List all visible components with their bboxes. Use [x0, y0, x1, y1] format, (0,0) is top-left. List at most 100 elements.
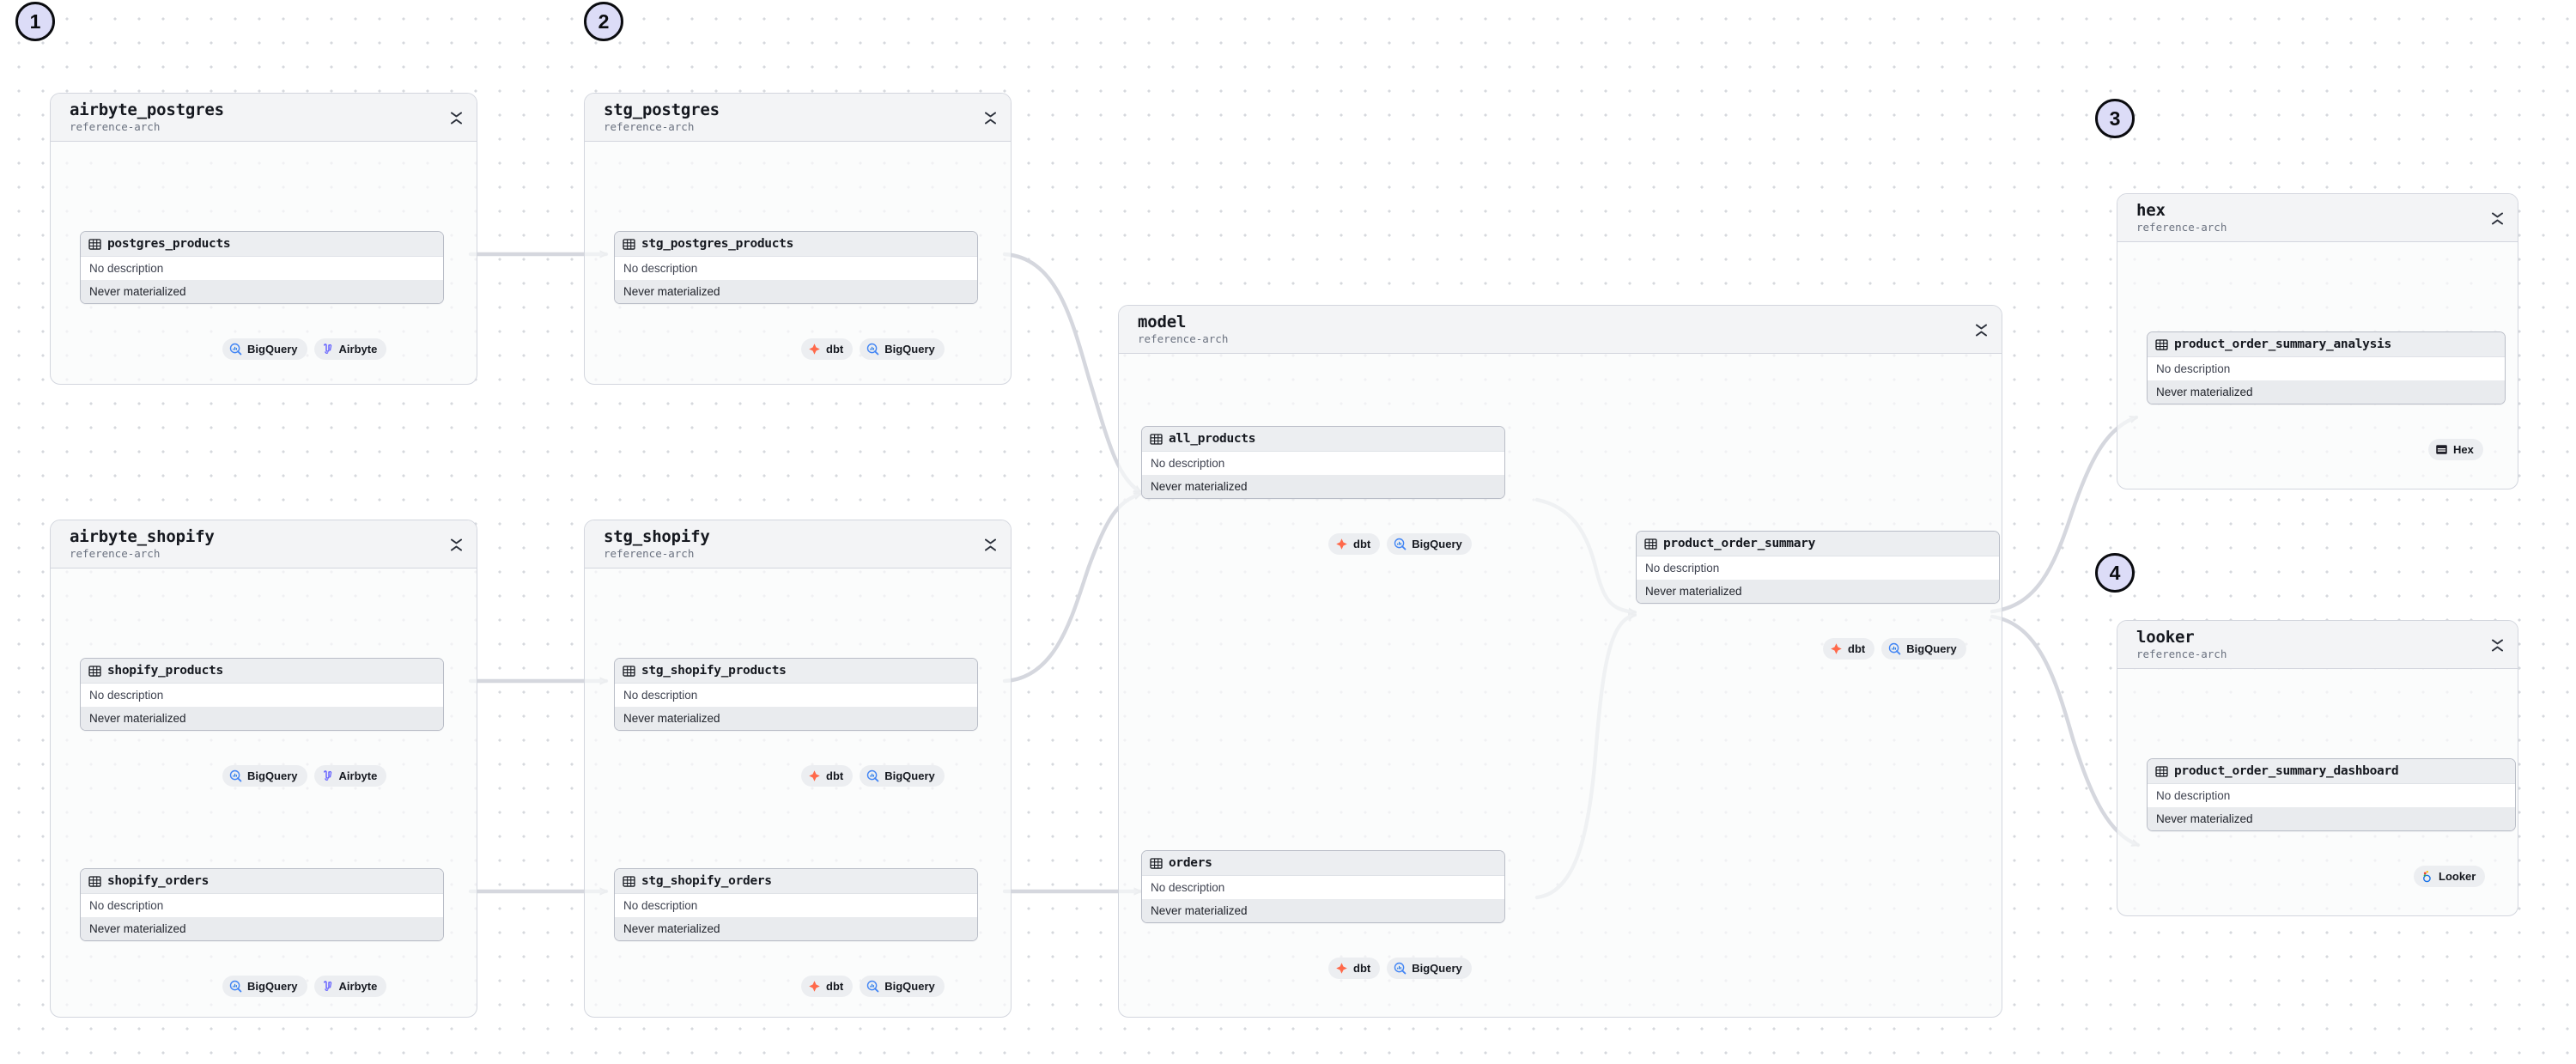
asset-node-stg-shopify-products[interactable]: stg_shopify_products No description Neve…: [614, 658, 978, 731]
asset-node-header: stg_shopify_orders: [615, 869, 977, 894]
asset-node-shopify-products[interactable]: shopify_products No description Never ma…: [80, 658, 444, 731]
asset-node-stg-postgres-products[interactable]: stg_postgres_products No description Nev…: [614, 231, 978, 304]
integration-badges: Looker: [2414, 866, 2486, 887]
badge-label: BigQuery: [247, 343, 298, 356]
badge-dbt[interactable]: dbt: [801, 976, 854, 997]
group-airbyte-postgres[interactable]: airbyte_postgres reference-arch postgres…: [50, 93, 477, 385]
asset-node-name: product_order_summary: [1663, 537, 1816, 550]
asset-description: No description: [2148, 357, 2505, 380]
collapse-group-button[interactable]: [2488, 209, 2506, 228]
bigquery-icon: [229, 980, 242, 993]
collapse-group-button[interactable]: [981, 108, 999, 127]
asset-node-name: shopify_products: [107, 664, 223, 678]
table-icon: [1150, 857, 1163, 869]
asset-node-product-order-summary-dashboard[interactable]: product_order_summary_dashboard No descr…: [2147, 758, 2516, 831]
bigquery-icon: [1394, 538, 1406, 550]
badge-dbt[interactable]: dbt: [1328, 958, 1381, 979]
badge-looker[interactable]: Looker: [2414, 866, 2486, 887]
chevron-down-icon: [984, 112, 996, 117]
asset-node-name: postgres_products: [107, 237, 231, 251]
bigquery-icon: [1394, 962, 1406, 975]
badge-dbt[interactable]: dbt: [801, 765, 854, 787]
badge-dbt[interactable]: dbt: [1328, 533, 1381, 555]
chevron-up-icon: [1975, 331, 1987, 336]
badge-bigquery[interactable]: BigQuery: [222, 338, 307, 360]
asset-materialization: Never materialized: [2148, 807, 2515, 830]
badge-label: BigQuery: [1412, 538, 1462, 550]
asset-node-name: stg_postgres_products: [641, 237, 794, 251]
asset-node-stg-shopify-orders[interactable]: stg_shopify_orders No description Never …: [614, 868, 978, 941]
group-stg-shopify[interactable]: stg_shopify reference-arch stg_shopify_p…: [584, 520, 1012, 1018]
dbt-icon: [809, 981, 820, 992]
asset-node-header: shopify_products: [81, 659, 443, 684]
badge-bigquery[interactable]: BigQuery: [1881, 638, 1966, 660]
badge-airbyte[interactable]: Airbyte: [313, 765, 387, 787]
group-header: looker reference-arch: [2117, 621, 2518, 669]
badge-label: Airbyte: [338, 980, 378, 993]
asset-node-name: stg_shopify_orders: [641, 874, 772, 888]
integration-badges: dbt BigQuery: [801, 338, 945, 360]
asset-materialization: Never materialized: [2148, 380, 2505, 404]
collapse-group-button[interactable]: [2488, 635, 2506, 654]
table-icon: [88, 238, 101, 250]
asset-description: No description: [615, 257, 977, 280]
badge-airbyte[interactable]: Airbyte: [313, 976, 387, 997]
step-marker-4: 4: [2095, 553, 2135, 593]
asset-materialization: Never materialized: [1637, 580, 1999, 603]
asset-node-all-products[interactable]: all_products No description Never materi…: [1141, 426, 1505, 499]
group-subtitle: reference-arch: [2136, 648, 2227, 660]
badge-bigquery[interactable]: BigQuery: [860, 765, 945, 787]
asset-node-shopify-orders[interactable]: shopify_orders No description Never mate…: [80, 868, 444, 941]
chevron-up-icon: [450, 545, 462, 550]
dbt-icon: [1336, 963, 1347, 974]
asset-materialization: Never materialized: [615, 280, 977, 303]
asset-node-postgres-products[interactable]: postgres_products No description Never m…: [80, 231, 444, 304]
asset-description: No description: [1142, 452, 1504, 475]
badge-bigquery[interactable]: BigQuery: [222, 976, 307, 997]
asset-node-product-order-summary[interactable]: product_order_summary No description Nev…: [1636, 531, 2000, 604]
group-title: stg_shopify: [604, 527, 710, 546]
badge-hex[interactable]: Hex: [2428, 439, 2483, 460]
step-marker-2: 2: [584, 2, 623, 41]
group-airbyte-shopify[interactable]: airbyte_shopify reference-arch shopify_p…: [50, 520, 477, 1018]
table-icon: [1644, 538, 1657, 550]
badge-airbyte[interactable]: Airbyte: [313, 338, 387, 360]
collapse-group-button[interactable]: [447, 535, 465, 554]
group-hex[interactable]: hex reference-arch product_order_summary…: [2117, 193, 2518, 489]
integration-badges: BigQuery Airbyte: [222, 765, 387, 787]
collapse-group-button[interactable]: [447, 108, 465, 127]
badge-label: dbt: [1353, 962, 1371, 975]
asset-node-name: product_order_summary_analysis: [2174, 337, 2391, 351]
badge-bigquery[interactable]: BigQuery: [1387, 958, 1472, 979]
asset-node-product-order-summary-analysis[interactable]: product_order_summary_analysis No descri…: [2147, 331, 2506, 404]
asset-materialization: Never materialized: [615, 917, 977, 940]
badge-dbt[interactable]: dbt: [1823, 638, 1875, 660]
asset-node-orders[interactable]: orders No description Never materialized: [1141, 850, 1505, 923]
badge-label: dbt: [826, 980, 844, 993]
group-looker[interactable]: looker reference-arch product_order_summ…: [2117, 620, 2518, 916]
asset-description: No description: [615, 894, 977, 917]
asset-materialization: Never materialized: [81, 917, 443, 940]
integration-badges: BigQuery Airbyte: [222, 976, 387, 997]
collapse-group-button[interactable]: [981, 535, 999, 554]
collapse-group-button[interactable]: [1972, 320, 1990, 339]
group-subtitle: reference-arch: [604, 120, 695, 133]
badge-dbt[interactable]: dbt: [801, 338, 854, 360]
asset-description: No description: [81, 684, 443, 707]
badge-bigquery[interactable]: BigQuery: [222, 765, 307, 787]
asset-node-name: shopify_orders: [107, 874, 210, 888]
group-model[interactable]: model reference-arch all_products No des…: [1118, 305, 2002, 1018]
badge-bigquery[interactable]: BigQuery: [860, 976, 945, 997]
asset-node-name: stg_shopify_products: [641, 664, 787, 678]
bigquery-icon: [1889, 642, 1901, 655]
badge-bigquery[interactable]: BigQuery: [1387, 533, 1472, 555]
chevron-up-icon: [984, 545, 996, 550]
badge-bigquery[interactable]: BigQuery: [860, 338, 945, 360]
group-stg-postgres[interactable]: stg_postgres reference-arch stg_postgres…: [584, 93, 1012, 385]
chevron-up-icon: [2491, 646, 2503, 651]
group-header: stg_postgres reference-arch: [585, 94, 1011, 142]
integration-badges: dbt BigQuery: [1328, 533, 1472, 555]
bigquery-icon: [229, 769, 242, 782]
badge-label: dbt: [826, 769, 844, 782]
